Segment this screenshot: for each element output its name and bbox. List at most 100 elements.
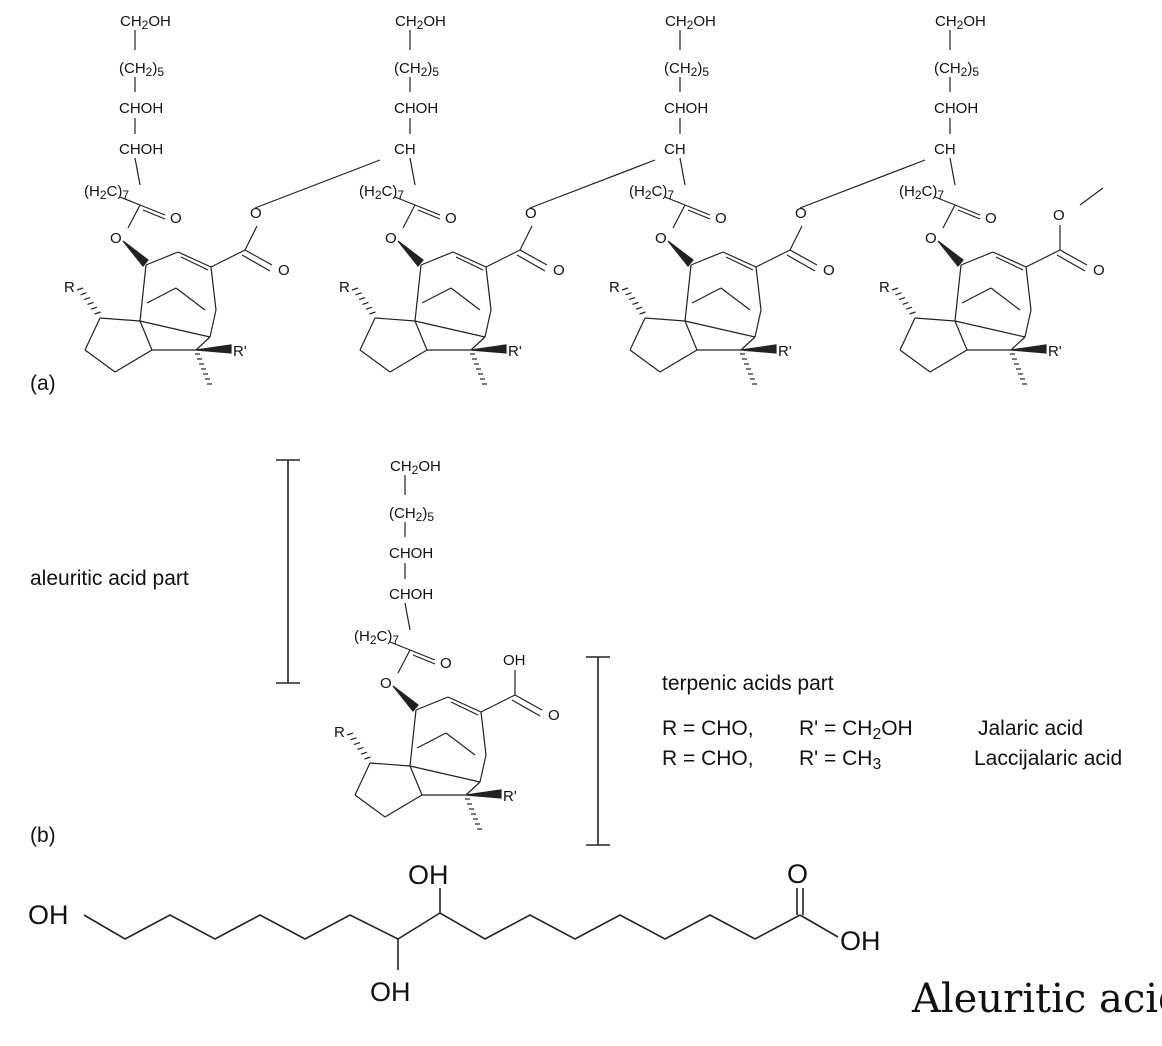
hash-bond <box>895 292 902 296</box>
ring-bond <box>359 349 391 373</box>
ring-bond <box>954 264 962 322</box>
carboxyl-bond <box>514 694 543 711</box>
ring-bond <box>209 309 217 338</box>
bridge-bond <box>146 287 177 304</box>
hash-bond <box>909 311 916 315</box>
carboxyl-bond <box>786 254 816 272</box>
row2-r: R = CHO, <box>662 747 754 770</box>
ring-bond <box>180 256 209 271</box>
ring-bond <box>455 256 484 271</box>
substituent-table: R = CHO, R' = CH2OH Jalaric acid R = CHO… <box>662 717 1122 773</box>
chain-bond <box>389 641 411 651</box>
hash-bond <box>360 751 368 755</box>
carboxyl-bond <box>241 254 271 272</box>
carbonyl-bond <box>139 204 166 216</box>
ester-linkages <box>254 159 1104 209</box>
chain-bond <box>119 196 141 206</box>
hash-bond <box>369 311 376 315</box>
rprime-label: R' <box>1048 343 1062 360</box>
carbon-chain <box>83 912 801 940</box>
ring-bond <box>480 711 487 756</box>
carboxyl-oh-label: OH <box>503 652 526 669</box>
ring-bond <box>1024 309 1032 338</box>
hash-bond <box>358 297 366 301</box>
wedge-bond <box>397 240 424 267</box>
carbonyl-o-label: O <box>715 210 727 227</box>
bridge-bond <box>445 732 476 756</box>
ring-bond <box>992 251 1027 268</box>
ester-link-bond <box>244 225 258 251</box>
link-o-label: O <box>250 205 262 222</box>
ch2oh-label: CH2OH <box>935 13 986 32</box>
ring-bond <box>114 349 153 373</box>
ch2-5-label: (CH2)5 <box>934 60 979 79</box>
row2-name: Laccijalaric acid <box>974 747 1122 770</box>
ring-bond <box>384 794 423 818</box>
h2c7-label: (H2C)7 <box>629 183 674 202</box>
ch2oh-label: CH2OH <box>120 13 171 32</box>
ring-bond <box>354 794 386 818</box>
ring-bond <box>479 754 487 783</box>
ring-bond <box>740 336 756 351</box>
carbonyl-bond <box>417 209 441 220</box>
bridge-bond <box>421 287 452 304</box>
ring-bond <box>995 256 1024 271</box>
ring-bond <box>450 701 479 716</box>
ring-bond <box>195 336 211 351</box>
r-label: R <box>339 279 350 296</box>
bridge-bond <box>961 287 992 304</box>
link-2-3 <box>529 159 656 209</box>
wedge-bond <box>392 685 419 712</box>
wedge-bond <box>122 240 149 267</box>
carboxyl-bond <box>516 254 546 272</box>
ch2oh-label: CH2OH <box>665 13 716 32</box>
choh-label: CHOH <box>934 100 978 117</box>
hash-bond <box>898 297 906 301</box>
ring-bond <box>929 349 968 373</box>
ring-bond <box>644 317 686 322</box>
ester-o-label: O <box>385 230 397 247</box>
panel-b-tag: (b) <box>30 824 56 847</box>
ring-bond <box>954 320 968 351</box>
chain-label: CHOH <box>389 586 433 603</box>
terpenic-part-label: terpenic acids part <box>662 672 834 695</box>
ester-o-label: O <box>380 675 392 692</box>
chain-label: CH <box>664 141 686 158</box>
ring-bond <box>684 264 692 322</box>
row2-rp: R' = CH3 <box>799 747 881 773</box>
ring-bond <box>659 349 698 373</box>
ester-bond <box>127 204 141 229</box>
ring-bond <box>1010 336 1026 351</box>
ring-bond <box>177 251 212 268</box>
carboxyl-bond <box>789 249 818 266</box>
ring-bond <box>145 251 179 266</box>
carbonyl-bond <box>142 209 166 220</box>
link-o-label: O <box>525 205 537 222</box>
aleuritic-oh-bottom: OH <box>370 977 411 1007</box>
chain-bond <box>949 157 956 186</box>
ring-bond <box>210 266 217 311</box>
end-methyl-link <box>1079 187 1104 206</box>
ester-end-o: O <box>1053 207 1065 224</box>
hash-bond <box>902 301 909 305</box>
ch2-5-label: (CH2)5 <box>119 60 164 79</box>
bridge-bond <box>720 287 751 311</box>
h2c7-label: (H2C)7 <box>899 183 944 202</box>
ester-bond <box>397 649 411 674</box>
ring-bond <box>139 320 211 338</box>
ring-bond <box>99 317 141 322</box>
ch2-5-label: (CH2)5 <box>664 60 709 79</box>
carboxyl-bond <box>244 249 273 266</box>
carboxyl-bond <box>1025 249 1061 268</box>
hash-bond <box>621 287 629 291</box>
ring-bond <box>722 251 757 268</box>
carboxyl-bond <box>480 694 516 713</box>
hash-bond <box>365 306 373 310</box>
carbonyl-bond <box>687 209 711 220</box>
ring-bond <box>690 251 724 266</box>
carbonyl-bond <box>954 204 981 216</box>
ester-o-label: O <box>925 230 937 247</box>
